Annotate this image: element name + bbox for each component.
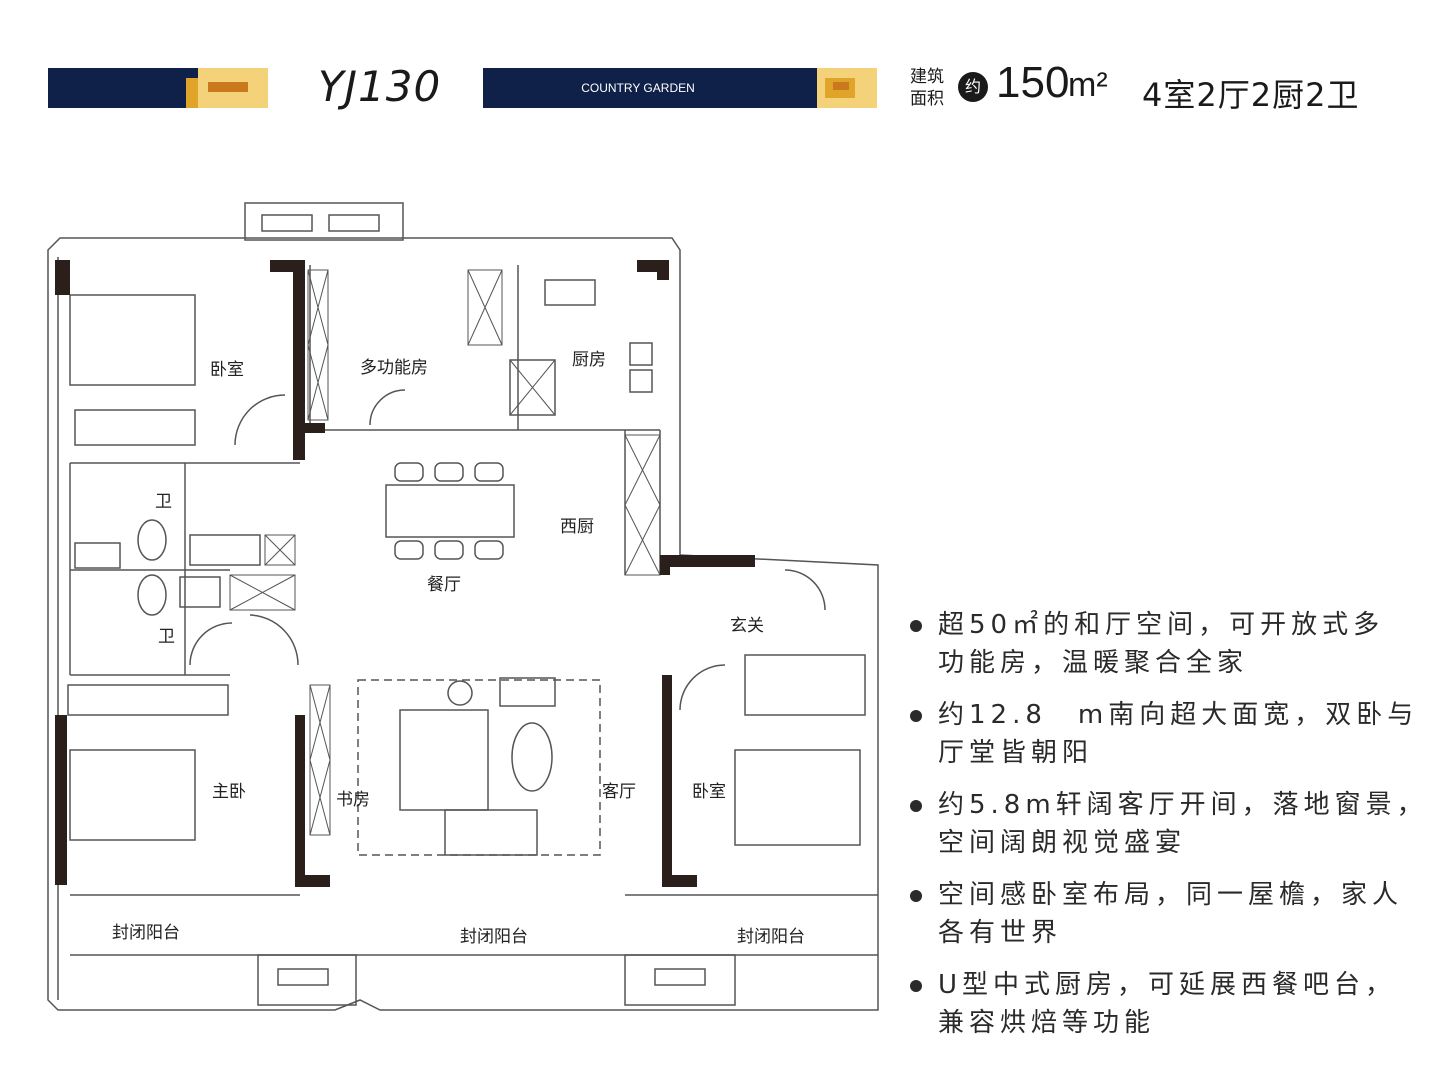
room-label-master-bedroom: 主卧 bbox=[212, 782, 246, 802]
room-label-study: 书房 bbox=[336, 790, 370, 810]
approx-badge: 约 bbox=[958, 72, 988, 102]
feature-item: 超50㎡的和厅空间，可开放式多 功能房，温暖聚合全家 bbox=[910, 606, 1430, 682]
area-label: 建筑 面积 bbox=[910, 67, 944, 109]
header-bar-right bbox=[483, 68, 877, 108]
room-label-kitchen: 厨房 bbox=[572, 350, 606, 370]
room-label-foyer: 玄关 bbox=[730, 616, 764, 636]
room-label-dining: 餐厅 bbox=[427, 575, 461, 595]
layout-summary: 4室2厅2厨2卫 bbox=[1142, 76, 1360, 114]
room-label-bath-top: 卫 bbox=[155, 492, 172, 512]
feature-item: 约12.8 m南向超大面宽，双卧与 厅堂皆朝阳 bbox=[910, 696, 1430, 772]
room-label-bath-bottom: 卫 bbox=[158, 627, 175, 647]
floor-plan-drawing bbox=[47, 202, 879, 1011]
floor-plan: 卧室 多功能房 厨房 卫 西厨 餐厅 卫 玄关 主卧 书房 客厅 卧室 封闭阳台… bbox=[40, 195, 885, 1020]
header-bar-left bbox=[48, 68, 268, 108]
feature-item: U型中式厨房，可延展西餐吧台， 兼容烘焙等功能 bbox=[910, 966, 1430, 1042]
feature-list: 超50㎡的和厅空间，可开放式多 功能房，温暖聚合全家 约12.8 m南向超大面宽… bbox=[910, 606, 1430, 1056]
room-label-balcony-left: 封闭阳台 bbox=[112, 923, 180, 943]
bullet-icon bbox=[910, 800, 922, 812]
bullet-icon bbox=[910, 620, 922, 632]
room-label-western-kitchen: 西厨 bbox=[560, 517, 594, 537]
room-label-living: 客厅 bbox=[602, 782, 636, 802]
feature-item: 约5.8m轩阔客厅开间，落地窗景， 空间阔朗视觉盛宴 bbox=[910, 786, 1430, 862]
accent-block bbox=[208, 82, 248, 92]
room-label-balcony-right: 封闭阳台 bbox=[737, 927, 805, 947]
feature-item: 空间感卧室布局，同一屋檐，家人 各有世界 bbox=[910, 876, 1430, 952]
brand-name: COUNTRY GARDEN bbox=[581, 81, 695, 95]
room-label-balcony-middle: 封闭阳台 bbox=[460, 927, 528, 947]
unit-code: YJ130 bbox=[318, 62, 442, 111]
room-label-bedroom-right: 卧室 bbox=[692, 782, 726, 802]
room-label-bedroom-top: 卧室 bbox=[210, 360, 244, 380]
bullet-icon bbox=[910, 710, 922, 722]
room-label-multi-room: 多功能房 bbox=[360, 358, 428, 378]
bullet-icon bbox=[910, 890, 922, 902]
bullet-icon bbox=[910, 980, 922, 992]
area-value: 150 bbox=[996, 58, 1070, 107]
area-unit: m² bbox=[1068, 66, 1108, 104]
accent-block bbox=[833, 82, 849, 90]
